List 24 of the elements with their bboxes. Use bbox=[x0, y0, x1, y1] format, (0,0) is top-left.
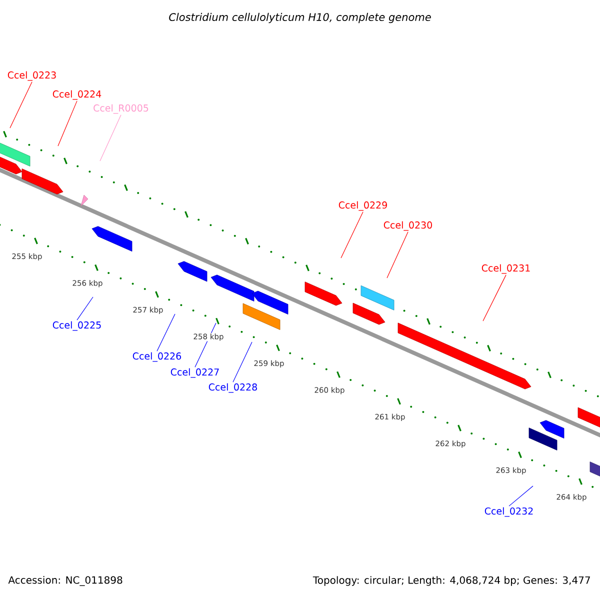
gene-label: Ccel_0223 bbox=[8, 71, 56, 81]
leader-line bbox=[508, 486, 534, 506]
gene-label: Ccel_R0005 bbox=[94, 104, 148, 114]
gene-label: Ccel_0232 bbox=[484, 507, 533, 517]
leader-line bbox=[100, 114, 122, 162]
leader-line bbox=[386, 232, 408, 278]
genome-info-text: Topology: circular; Length: 4,068,724 bp; Genes: 3,477 bbox=[312, 576, 590, 586]
leader-line bbox=[10, 82, 32, 128]
accession-text: Accession: NC_011898 bbox=[8, 576, 122, 586]
leader-line bbox=[76, 296, 94, 320]
gene-label: Ccel_0226 bbox=[132, 352, 182, 362]
title: Clostridium cellulolyticum H10, complete genome bbox=[169, 12, 431, 24]
gene-label: Ccel_0228 bbox=[208, 383, 257, 393]
gene-label: Ccel_0225 bbox=[52, 321, 101, 331]
gene-label: Ccel_0224 bbox=[52, 90, 102, 100]
gene-label: Ccel_0231 bbox=[482, 264, 530, 274]
gene-label: Ccel_0227 bbox=[170, 368, 219, 378]
leader-line bbox=[58, 100, 78, 146]
gene-label: Ccel_0229 bbox=[338, 201, 387, 211]
leader-line bbox=[340, 212, 364, 258]
leader-line bbox=[482, 274, 506, 322]
leader-line bbox=[232, 342, 252, 382]
leader-line bbox=[156, 314, 176, 352]
gene-label: Ccel_0230 bbox=[384, 221, 432, 231]
